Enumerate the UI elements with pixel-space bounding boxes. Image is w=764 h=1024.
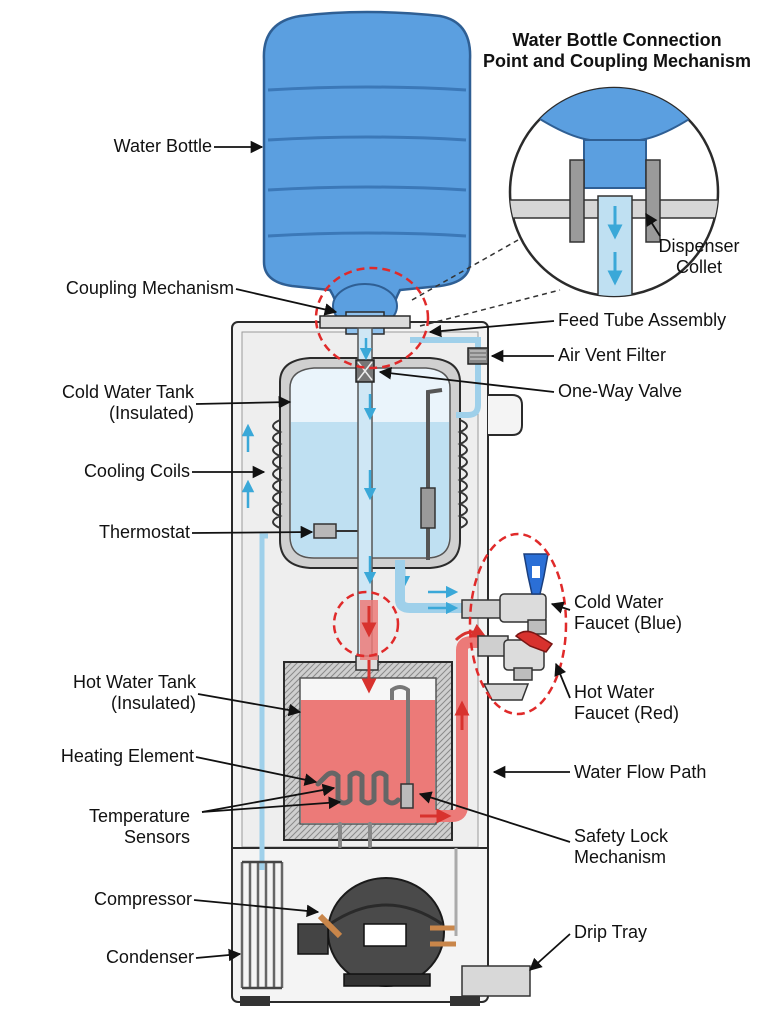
label-thermostat: Thermostat xyxy=(98,522,190,542)
hot-water-faucet xyxy=(477,630,554,701)
cold-water-faucet xyxy=(461,553,549,635)
label-air-vent-filter: Air Vent Filter xyxy=(558,345,667,365)
label-water-flow-path: Water Flow Path xyxy=(574,762,707,782)
label-hot-water-faucet: Hot Water Faucet (Red) xyxy=(574,682,680,723)
label-dispenser-collet: Dispenser Collet xyxy=(658,236,740,277)
label-safety-lock-mechanism: Safety Lock Mechanism xyxy=(574,826,669,867)
label-heating-element: Heating Element xyxy=(60,746,194,766)
leader-lines xyxy=(191,140,661,971)
cold-water-pipe xyxy=(395,560,462,615)
label-cooling-coils: Cooling Coils xyxy=(83,461,190,481)
label-drip-tray: Drip Tray xyxy=(574,922,648,942)
compressor xyxy=(297,848,531,997)
label-one-way-valve: One-Way Valve xyxy=(558,381,683,401)
cooling-coils xyxy=(259,419,468,870)
heating-element xyxy=(315,770,401,848)
label-feed-tube-assembly: Feed Tube Assembly xyxy=(558,310,727,330)
label-cold-water-faucet: Cold Water Faucet (Blue) xyxy=(574,592,683,633)
label-condenser: Condenser xyxy=(105,947,194,967)
label-temperature-sensors: Temperature Sensors xyxy=(88,806,190,847)
highlight-circles xyxy=(314,266,568,716)
water-bottle xyxy=(262,10,472,335)
label-compressor: Compressor xyxy=(93,889,192,909)
label-coupling-mechanism: Coupling Mechanism xyxy=(65,278,234,298)
label-cold-water-tank: Cold Water Tank (Insulated) xyxy=(61,382,194,423)
label-water-bottle: Water Bottle xyxy=(113,136,212,156)
condenser xyxy=(240,860,284,990)
inset-title: Water Bottle Connection Point and Coupli… xyxy=(482,30,751,71)
hot-water-pipe xyxy=(412,623,494,824)
label-hot-water-tank: Hot Water Tank (Insulated) xyxy=(72,672,196,713)
